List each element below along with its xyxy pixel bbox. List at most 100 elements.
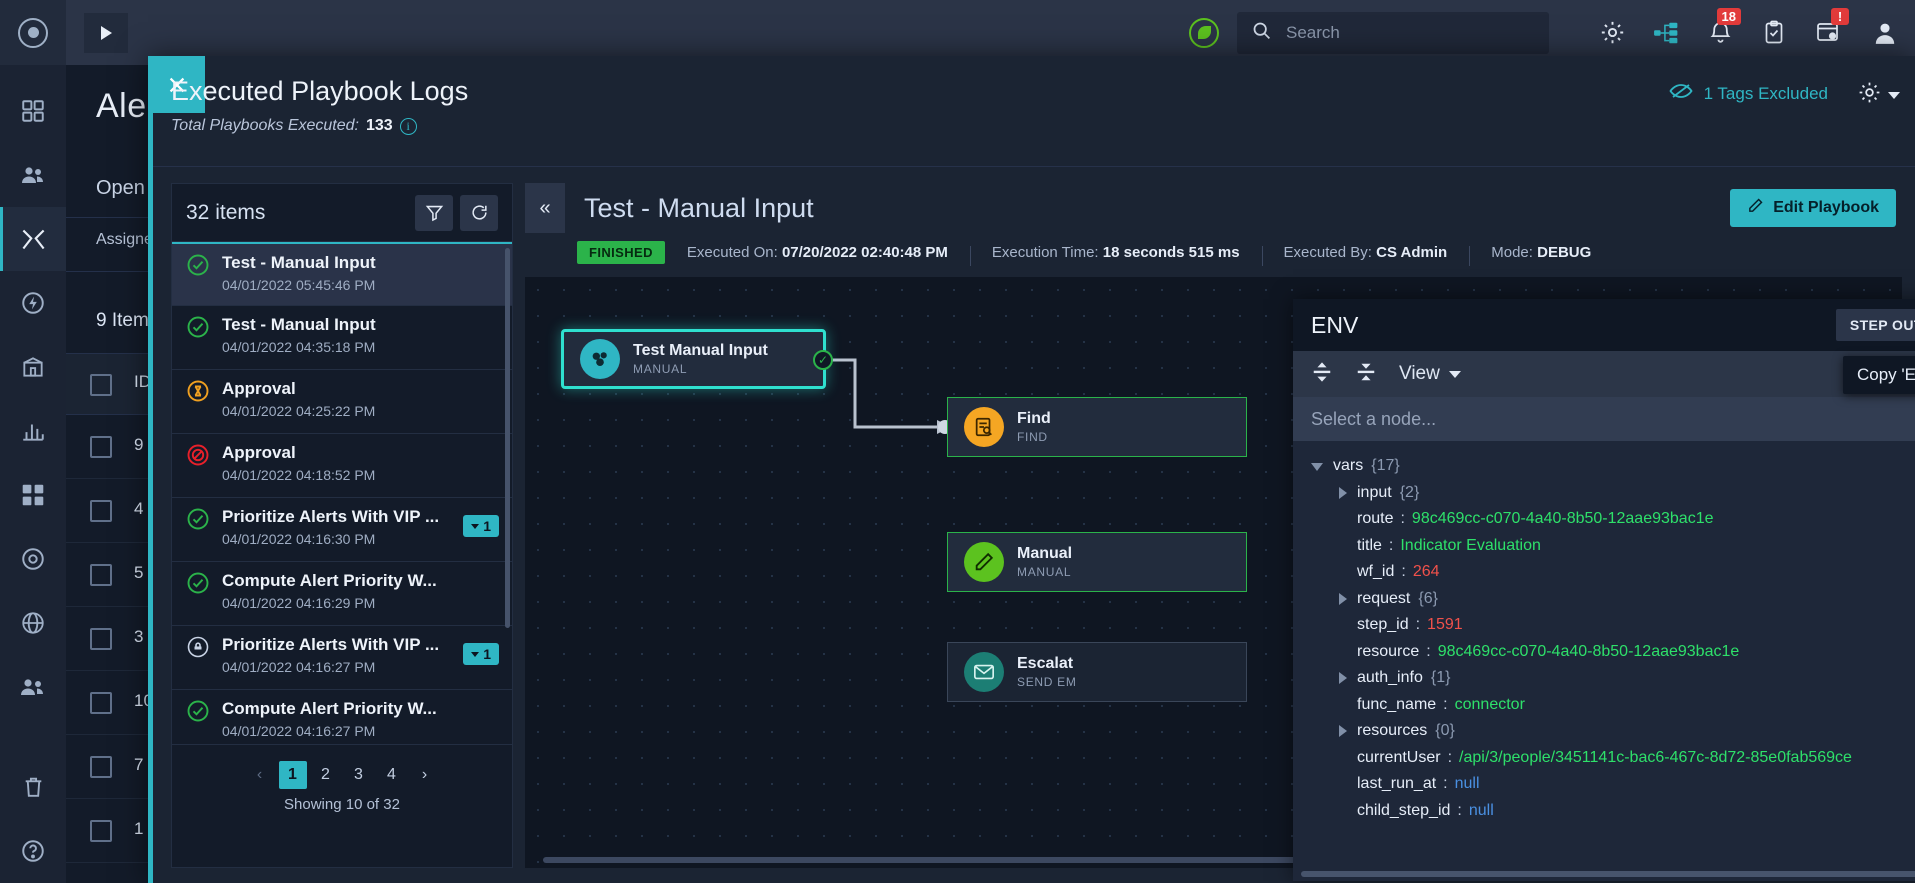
list-item[interactable]: Test - Manual Input 04/01/2022 05:45:46 … (172, 242, 512, 306)
tree-row-request[interactable]: request {6} (1311, 586, 1915, 613)
global-search[interactable] (1237, 11, 1549, 54)
sidebar-item-widgets[interactable] (0, 463, 66, 527)
chevron-right-icon[interactable] (1339, 672, 1347, 685)
row-checkbox[interactable] (90, 820, 112, 842)
chevron-right-icon[interactable] (1339, 486, 1347, 499)
user-avatar-icon[interactable] (1855, 0, 1915, 65)
tags-excluded-button[interactable]: 1 Tags Excluded (1668, 82, 1828, 105)
tree-row-wf-id[interactable]: wf_id : 264 (1311, 559, 1915, 586)
chevron-down-icon[interactable] (1311, 463, 1323, 472)
sidebar-item-dashboard[interactable] (0, 79, 66, 143)
tree-row-input[interactable]: input {2} (1311, 480, 1915, 507)
playbook-node-test-manual-input[interactable]: Test Manual Input MANUAL ✓ (561, 329, 833, 389)
tree-row-last-run-at[interactable]: last_run_at : null (1311, 771, 1915, 798)
list-item[interactable]: Approval 04/01/2022 04:18:52 PM (172, 434, 512, 498)
list-item-count-badge[interactable]: 1 (463, 643, 499, 665)
tree-row-vars[interactable]: vars {17} (1311, 453, 1915, 480)
sidebar-item-reports[interactable] (0, 399, 66, 463)
modal-settings-button[interactable] (1857, 80, 1900, 110)
list-item[interactable]: Test - Manual Input 04/01/2022 04:35:18 … (172, 306, 512, 370)
list-item-date: 04/01/2022 04:18:52 PM (222, 467, 376, 483)
row-checkbox[interactable] (90, 628, 112, 650)
sidebar-item-people[interactable] (0, 143, 66, 207)
gear-icon[interactable] (1585, 0, 1639, 65)
collapse-list-button[interactable]: « (525, 183, 565, 233)
chevron-right-icon[interactable] (1339, 725, 1347, 738)
sidebar-item-incidents[interactable] (0, 271, 66, 335)
collapse-all-icon[interactable] (1355, 360, 1377, 389)
status-failed-icon (186, 443, 210, 497)
row-checkbox[interactable] (90, 436, 112, 458)
env-header: ENV STEP OUTPUT (1293, 299, 1915, 351)
search-input[interactable] (1286, 22, 1526, 43)
list-item-count-badge[interactable]: 1 (463, 515, 499, 537)
cell-id: 5 (134, 563, 144, 582)
tree-row-resources[interactable]: resources {0} (1311, 718, 1915, 745)
expand-all-icon[interactable] (1311, 360, 1333, 389)
playbook-node-escalate[interactable]: Escalat SEND EM (947, 642, 1247, 702)
env-horizontal-scrollbar[interactable] (1301, 871, 1915, 877)
pagination-prev[interactable]: ‹ (256, 765, 263, 783)
sidebar-item-help[interactable] (0, 819, 66, 883)
list-scroll-area[interactable]: Test - Manual Input 04/01/2022 05:45:46 … (172, 242, 512, 744)
list-header-buttons (415, 194, 498, 231)
tree-value: Indicator Evaluation (1400, 536, 1541, 554)
sidebar-item-connectors[interactable] (0, 527, 66, 591)
clipboard-check-icon[interactable] (1747, 0, 1801, 65)
pencil-icon (964, 542, 1004, 582)
cell-id: 3 (134, 627, 144, 646)
pagination-page-4[interactable]: 4 (387, 765, 396, 783)
window-alert-icon[interactable]: ! (1801, 0, 1855, 65)
node-selector[interactable]: Select a node... (1293, 397, 1915, 441)
app-logo[interactable] (0, 0, 66, 65)
sidebar-item-automation[interactable] (0, 207, 66, 271)
tree-row-resource[interactable]: resource : 98c469cc-c070-4a40-8b50-12aae… (1311, 639, 1915, 666)
tree-key: request (1357, 589, 1411, 607)
close-modal-button[interactable] (148, 56, 205, 113)
sidebar-item-trash[interactable] (0, 755, 66, 819)
sidebar-item-organization[interactable] (0, 335, 66, 399)
list-item[interactable]: Prioritize Alerts With VIP ... 04/01/202… (172, 626, 512, 690)
list-header: 32 items (172, 184, 512, 242)
pagination-page-1[interactable]: 1 (278, 760, 307, 789)
row-checkbox[interactable] (90, 500, 112, 522)
tree-row-child-step-id[interactable]: child_step_id : null (1311, 798, 1915, 825)
row-checkbox[interactable] (90, 756, 112, 778)
environment-status-icon[interactable] (1189, 17, 1219, 48)
tree-row-route[interactable]: route : 98c469cc-c070-4a40-8b50-12aae93b… (1311, 506, 1915, 533)
edit-playbook-button[interactable]: Edit Playbook (1730, 189, 1896, 227)
node-text: Find FIND (1017, 410, 1051, 444)
list-scrollbar-thumb[interactable] (505, 248, 510, 628)
sidebar-item-teams[interactable] (0, 655, 66, 719)
pagination-page-3[interactable]: 3 (354, 765, 363, 783)
pagination-next[interactable]: › (421, 765, 428, 783)
list-item[interactable]: Compute Alert Priority W... 04/01/2022 0… (172, 562, 512, 626)
canvas-horizontal-scrollbar[interactable] (543, 857, 1373, 863)
list-item-title: Prioritize Alerts With VIP ... (222, 635, 440, 654)
playbook-node-manual[interactable]: Manual MANUAL (947, 532, 1247, 592)
chevron-right-icon[interactable] (1339, 592, 1347, 605)
playbook-node-find[interactable]: Find FIND (947, 397, 1247, 457)
tree-row-func-name[interactable]: func_name : connector (1311, 692, 1915, 719)
select-all-checkbox[interactable] (90, 374, 112, 396)
list-item[interactable]: Compute Alert Priority W... 04/01/2022 0… (172, 690, 512, 744)
play-button[interactable] (84, 12, 128, 53)
row-checkbox[interactable] (90, 564, 112, 586)
tree-row-auth-info[interactable]: auth_info {1} (1311, 665, 1915, 692)
filter-icon[interactable] (415, 194, 453, 231)
tree-row-current-user[interactable]: currentUser : /api/3/people/3451141c-bac… (1311, 745, 1915, 772)
pagination-page-2[interactable]: 2 (321, 765, 330, 783)
row-checkbox[interactable] (90, 692, 112, 714)
bell-icon[interactable]: 18 (1693, 0, 1747, 65)
list-item[interactable]: Prioritize Alerts With VIP ... 04/01/202… (172, 498, 512, 562)
step-output-button[interactable]: STEP OUTPUT (1835, 309, 1915, 341)
tree-row-title[interactable]: title : Indicator Evaluation (1311, 533, 1915, 560)
refresh-icon[interactable] (460, 194, 498, 231)
tree-row-step-id[interactable]: step_id : 1591 (1311, 612, 1915, 639)
view-dropdown[interactable]: View (1399, 363, 1461, 385)
info-icon[interactable]: i (399, 117, 417, 135)
list-item[interactable]: Approval 04/01/2022 04:25:22 PM (172, 370, 512, 434)
sidebar-item-global[interactable] (0, 591, 66, 655)
node-text: Escalat SEND EM (1017, 655, 1077, 689)
env-json-tree[interactable]: vars {17} input {2} route : 98c469cc-c07… (1293, 441, 1915, 871)
